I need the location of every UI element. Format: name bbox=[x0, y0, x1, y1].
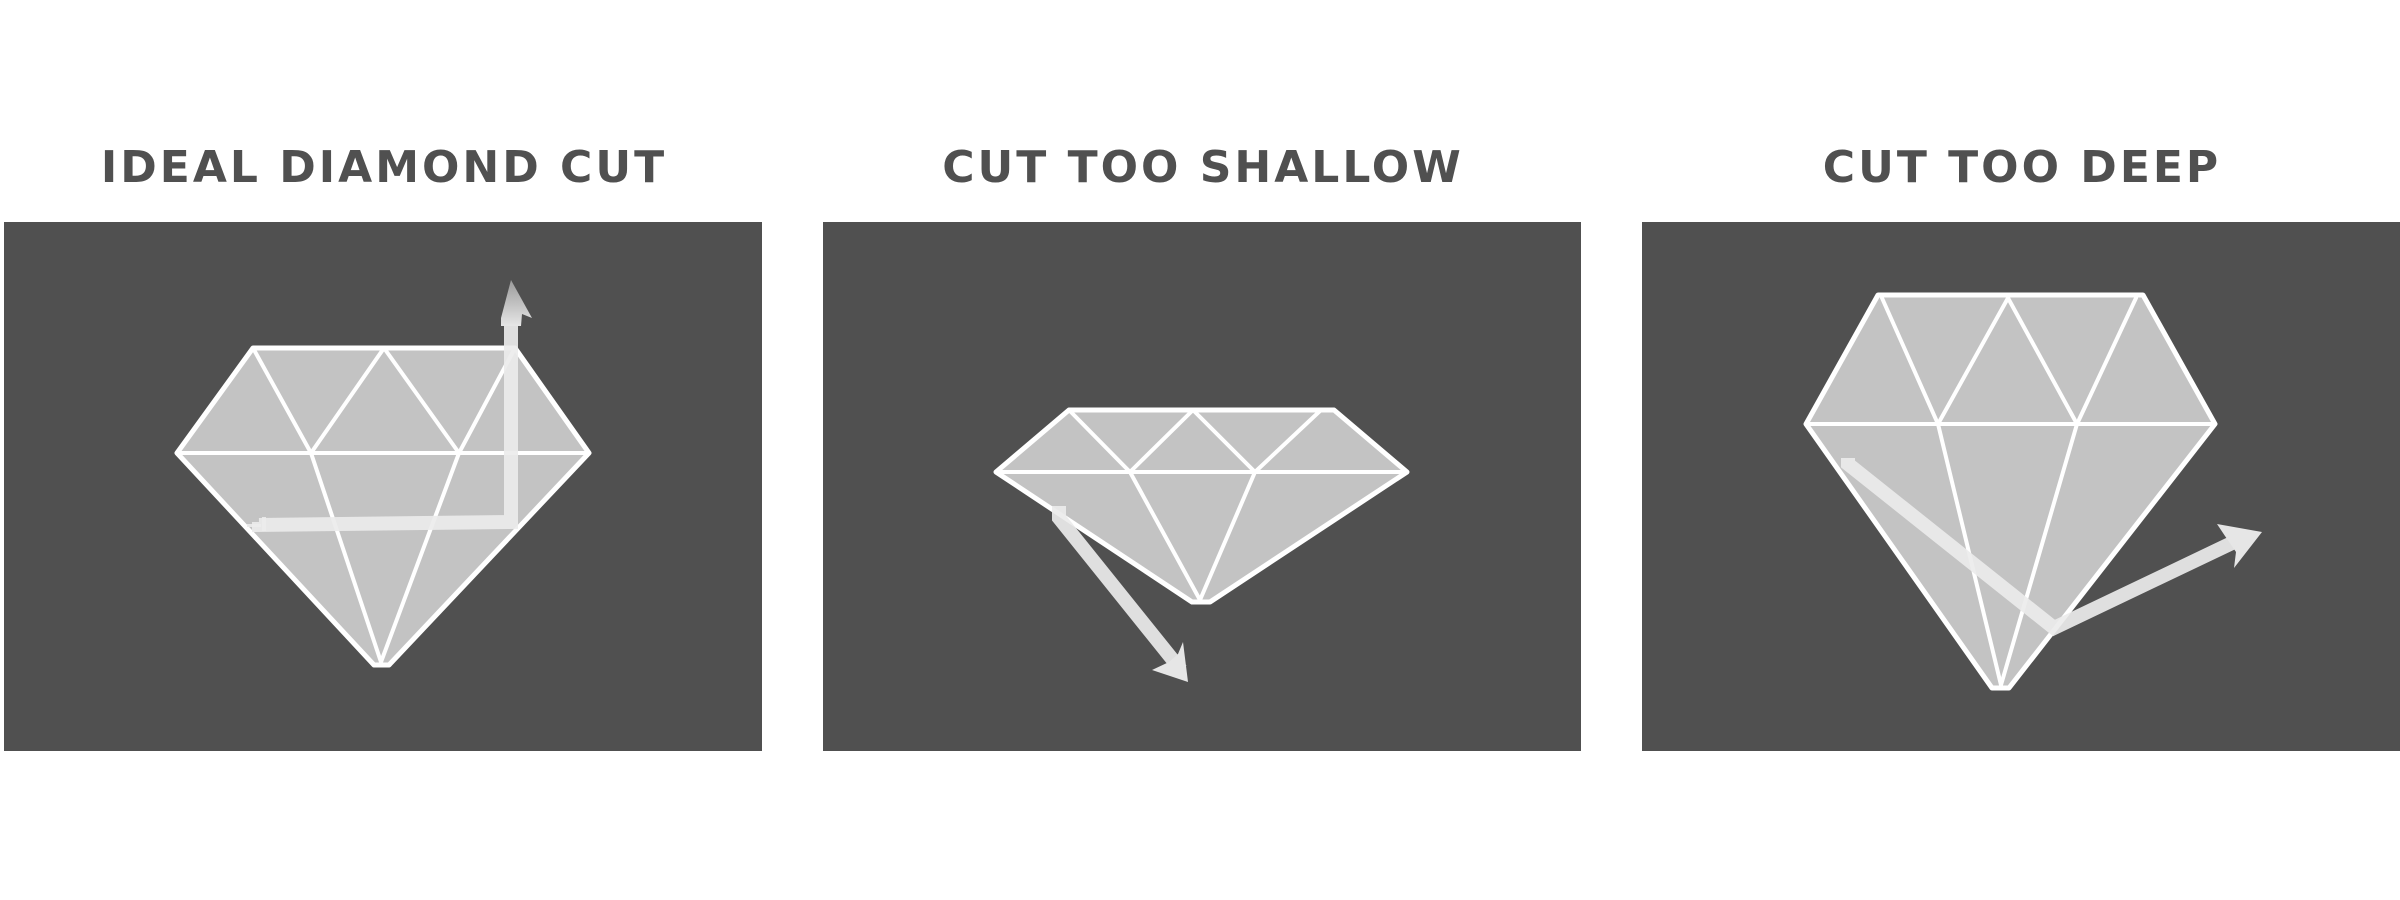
panel-ideal-cut bbox=[4, 222, 762, 751]
light-ray-internal bbox=[1841, 458, 2236, 637]
panel-title-deep: CUT TOO DEEP bbox=[1822, 142, 2222, 193]
panel-title-shallow: CUT TOO SHALLOW bbox=[942, 142, 1464, 193]
light-ray-out-arrow bbox=[2217, 524, 2262, 568]
panel-shallow-cut bbox=[823, 222, 1581, 751]
shallow-diamond-illustration bbox=[993, 284, 1410, 682]
diamond-outline bbox=[1803, 292, 2218, 691]
light-ray-internal bbox=[1052, 506, 1187, 675]
ideal-diamond-illustration bbox=[174, 274, 592, 668]
light-ray-out-arrow bbox=[501, 280, 532, 326]
panel-title-ideal: IDEAL DIAMOND CUT bbox=[100, 142, 668, 193]
diamond-outline bbox=[174, 345, 592, 668]
light-ray-internal bbox=[252, 318, 518, 533]
panel-deep-cut bbox=[1642, 222, 2400, 751]
diamond-facets bbox=[175, 346, 591, 664]
deep-diamond-illustration bbox=[1803, 264, 2262, 691]
light-ray-out-arrow bbox=[1152, 642, 1188, 682]
